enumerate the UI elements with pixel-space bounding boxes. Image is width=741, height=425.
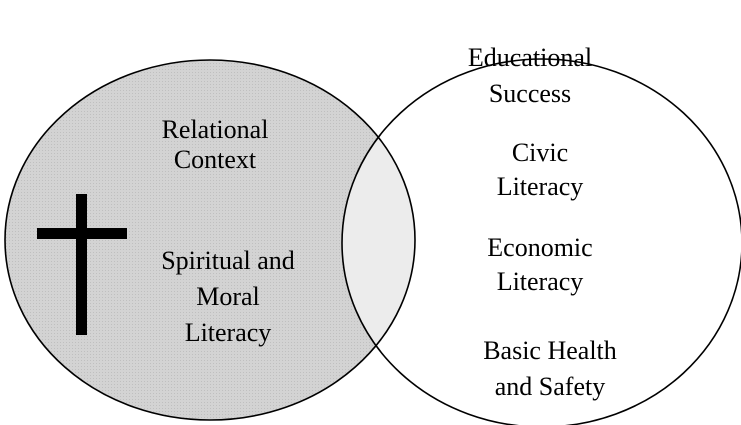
left-circle-texture	[5, 60, 415, 420]
spiritual-moral-literacy-label: Spiritual and Moral Literacy	[161, 246, 295, 347]
left-circle-outline	[4, 59, 416, 421]
cross-icon	[37, 194, 127, 335]
basic-health-safety-label: Basic Health and Safety	[483, 336, 617, 401]
educational-success-label: Educational Success	[467, 43, 593, 108]
civic-literacy-label: Civic Literacy	[496, 138, 584, 201]
economic-literacy-label: Economic Literacy	[487, 233, 593, 296]
right-circle	[341, 58, 741, 425]
relational-context-label: Relational Context	[161, 115, 269, 174]
